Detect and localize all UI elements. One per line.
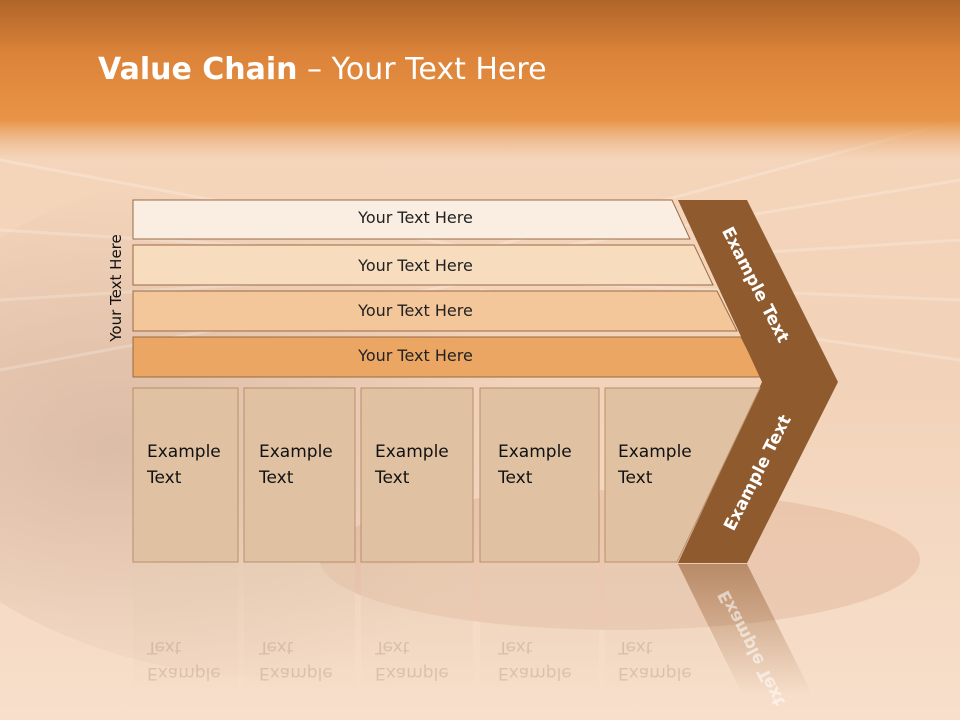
bar-4-label: Your Text Here: [358, 346, 473, 365]
box-1-reflection-line1: Example: [147, 663, 221, 683]
box-4-line2: Text: [498, 468, 533, 488]
box-5-shape: [604, 387, 761, 563]
chevron-shape: [678, 200, 838, 563]
box-2-line1: Example: [259, 442, 333, 462]
side-label-text: Your Text Here: [107, 234, 125, 342]
bar-1-shape: [132, 199, 691, 240]
box-2-reflection-line1: Example: [259, 663, 333, 683]
box-5-reflection-line2: Text: [618, 637, 653, 657]
bar-2-label: Your Text Here: [358, 256, 473, 275]
box-3-shape: [360, 387, 474, 563]
box-2-line2: Text: [259, 468, 294, 488]
page-title: Value Chain – Your Text Here: [98, 52, 547, 87]
box-1-line1: Example: [147, 442, 221, 462]
box-2-reflection-line2: Text: [259, 637, 294, 657]
bar-3-shape: [132, 290, 738, 332]
reflection: [133, 564, 812, 694]
box-5-reflection-line1: Example: [618, 663, 692, 683]
box-4-line1: Example: [498, 442, 572, 462]
bar-2-shape: [132, 244, 714, 286]
bar-1-label: Your Text Here: [358, 208, 473, 227]
box-3-reflection-line1: Example: [375, 663, 449, 683]
box-4-reflection: Example Text: [498, 634, 608, 686]
box-2-shape: [243, 387, 356, 563]
box-1-line2: Text: [147, 468, 182, 488]
box-1-reflection-line2: Text: [147, 637, 182, 657]
box-4-shape: [479, 387, 600, 563]
title-bold: Value Chain: [98, 52, 298, 87]
box-3-reflection: Example Text: [375, 634, 485, 686]
box-1-reflection: Example Text: [147, 634, 257, 686]
bar-3-label: Your Text Here: [358, 301, 473, 320]
box-3-line1: Example: [375, 442, 449, 462]
title-rest: – Your Text Here: [297, 52, 547, 87]
box-5-reflection: Example Text: [618, 634, 728, 686]
box-4-reflection-line2: Text: [498, 637, 533, 657]
box-1-shape: [132, 387, 239, 563]
box-5-line2: Text: [618, 468, 653, 488]
box-3-reflection-line2: Text: [375, 637, 410, 657]
box-4-reflection-line1: Example: [498, 663, 572, 683]
box-3-line2: Text: [375, 468, 410, 488]
box-5-line1: Example: [618, 442, 692, 462]
box-2-reflection: Example Text: [259, 634, 369, 686]
